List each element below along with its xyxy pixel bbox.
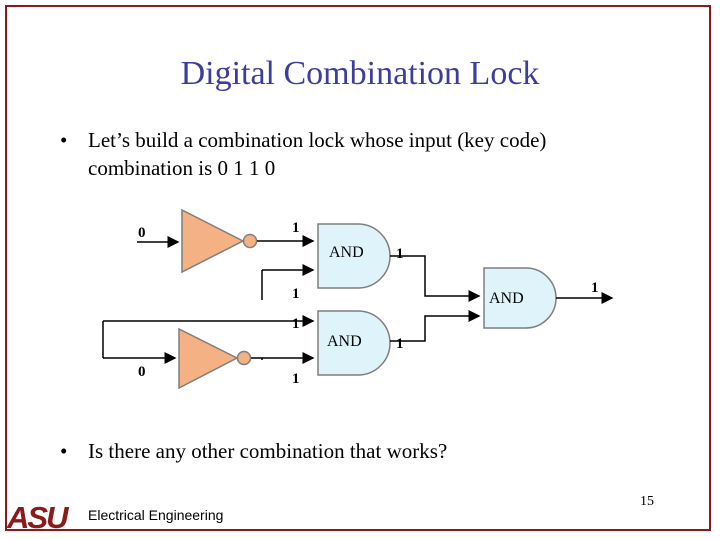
label-inverter-bottom-out: 1 — [292, 371, 300, 387]
page-number: 15 — [640, 494, 654, 509]
bullet-item-2: • Is there any other combination that wo… — [60, 437, 660, 467]
label-and-top-out: 1 — [396, 246, 404, 262]
label-and-top: AND — [329, 244, 364, 261]
asu-logo-text: ASU — [6, 500, 70, 532]
inverter-gate-bottom — [178, 327, 239, 390]
and-gate-final — [483, 267, 557, 329]
slide-title: Digital Combination Lock — [180, 55, 540, 92]
wire-and-bottom-out — [390, 310, 481, 342]
bullet-text-1: Let’s build a combination lock whose inp… — [88, 128, 547, 180]
wire-and-top-out — [390, 255, 481, 302]
inverter-bubble-bottom — [236, 350, 252, 366]
label-final-out: 1 — [591, 280, 599, 296]
slide-frame — [5, 5, 711, 531]
department-label: Electrical Engineering — [88, 507, 224, 523]
bullet-dot: • — [60, 128, 68, 152]
label-direct-in-2: 1 — [292, 316, 300, 332]
label-input-top: 0 — [138, 225, 146, 241]
bullet-text-2: Is there any other combination that work… — [88, 439, 448, 463]
wire-inverter-bottom-stub — [251, 357, 263, 360]
inverter-gate-top — [181, 208, 245, 274]
label-direct-in-1: 1 — [292, 286, 300, 302]
bullet-dot: • — [60, 439, 68, 463]
bullet-item-1: • Let’s build a combination lock whose i… — [60, 126, 660, 186]
and-gate-top — [317, 223, 391, 289]
label-and-final: AND — [489, 290, 524, 307]
label-and-bottom-out: 1 — [396, 336, 404, 352]
asu-logo: ASU — [6, 500, 72, 532]
label-inverter-top-out: 1 — [292, 220, 300, 236]
and-gate-bottom — [317, 310, 391, 376]
label-input-bottom: 0 — [138, 364, 146, 380]
label-and-bottom: AND — [327, 333, 362, 350]
inverter-bubble-top — [242, 233, 258, 249]
